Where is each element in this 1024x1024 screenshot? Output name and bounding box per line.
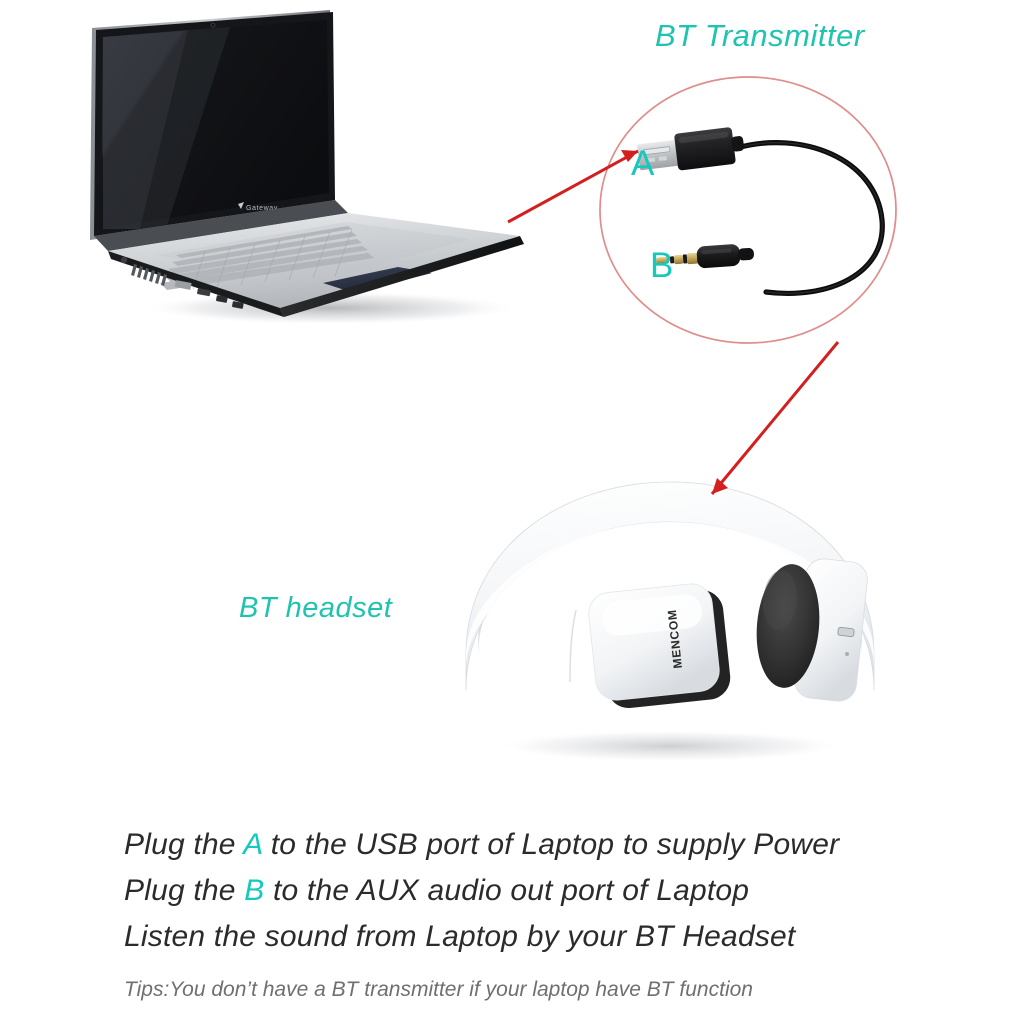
- transmitter-cable-highlight: [736, 141, 883, 295]
- instruction-line-3: Listen the sound from Laptop by your BT …: [124, 920, 795, 954]
- marker-a-label: A: [631, 144, 655, 183]
- bt-headset-label: BT headset: [239, 592, 393, 624]
- marker-b-label: B: [650, 246, 674, 285]
- micro-usb-port-icon[interactable]: [837, 627, 855, 637]
- jack-insulator-1-icon: [669, 256, 675, 264]
- usb-contact-2-icon: [658, 156, 667, 161]
- laptop-brand-mark-icon: [238, 202, 244, 209]
- laptop-key-separators: [192, 228, 353, 290]
- audio-jack-port-icon[interactable]: [120, 256, 128, 264]
- laptop-vents-icon: [131, 264, 167, 286]
- instruction-2-after: to the AUX audio out port of Laptop: [264, 874, 750, 907]
- laptop-left-ports: [120, 256, 244, 309]
- instruction-line-2: Plug the B to the AUX audio out port of …: [124, 874, 749, 908]
- laptop-hinge: [94, 200, 348, 251]
- vga-port-icon[interactable]: [174, 280, 192, 290]
- housing-gloss: [678, 131, 729, 144]
- usb-port-2-icon[interactable]: [232, 301, 244, 309]
- jack-insulator-2-icon: [682, 254, 688, 264]
- headset-svg: MENCOM: [465, 481, 875, 762]
- usb-connector-a: [637, 127, 745, 171]
- laptop-left-edge: [108, 251, 284, 317]
- instruction-1-highlight: A: [243, 828, 263, 861]
- headband-slider-seam: [569, 609, 577, 683]
- bt-transmitter-label: BT Transmitter: [655, 18, 865, 53]
- instruction-line-1: Plug the A to the USB port of Laptop to …: [124, 828, 839, 862]
- jack-strain-relief: [737, 248, 754, 261]
- usb-contact-block-icon: [643, 146, 671, 155]
- bt-headset-illustration: MENCOM: [420, 468, 920, 768]
- instruction-1-after: to the USB port of Laptop to supply Powe…: [262, 828, 840, 861]
- cable-strain-relief: [731, 136, 745, 152]
- bt-transmitter-illustration: [596, 62, 906, 362]
- jack-ring-1-icon: [673, 254, 684, 265]
- headset-shadow: [495, 730, 845, 762]
- instruction-1-before: Plug the: [124, 828, 244, 861]
- jack-barrel-gloss: [701, 248, 732, 255]
- headset-brand-label: MENCOM: [665, 609, 685, 670]
- screen-reflection-soft: [140, 27, 230, 229]
- headset-right-earcup: [756, 558, 868, 702]
- status-led-icon: [845, 652, 849, 656]
- laptop-brand-label: Gateway: [246, 205, 278, 212]
- laptop-keyboard-keys: [160, 226, 374, 290]
- earpad-highlight: [762, 570, 798, 630]
- usb-contact-icon: [646, 157, 656, 163]
- headset-left-earcup: MENCOM: [588, 583, 731, 709]
- earcup-gloss: [602, 594, 702, 636]
- instruction-3-before: Listen the sound from Laptop by your BT …: [124, 920, 796, 953]
- laptop-front-edge: [280, 236, 524, 317]
- instruction-2-highlight: B: [244, 874, 265, 907]
- aux-connector-b: [656, 244, 754, 269]
- detail-circle: [599, 76, 897, 344]
- webcam-lens-icon: [211, 23, 215, 27]
- screen-reflection: [103, 30, 188, 229]
- instruction-2-before: Plug the: [124, 874, 245, 907]
- jack-ring-2-icon: [686, 252, 699, 265]
- tips-line: Tips:You don’t have a BT transmitter if …: [124, 978, 753, 1001]
- usb-port-icon[interactable]: [216, 295, 228, 303]
- jack-barrel: [696, 244, 741, 269]
- laptop-illustration: Gateway: [80, 8, 550, 328]
- transmitter-svg: [599, 76, 897, 344]
- jack-tip-icon: [656, 256, 670, 265]
- hdmi-port-icon[interactable]: [197, 288, 211, 297]
- earpad: [756, 564, 820, 688]
- laptop-svg: Gateway: [90, 10, 524, 325]
